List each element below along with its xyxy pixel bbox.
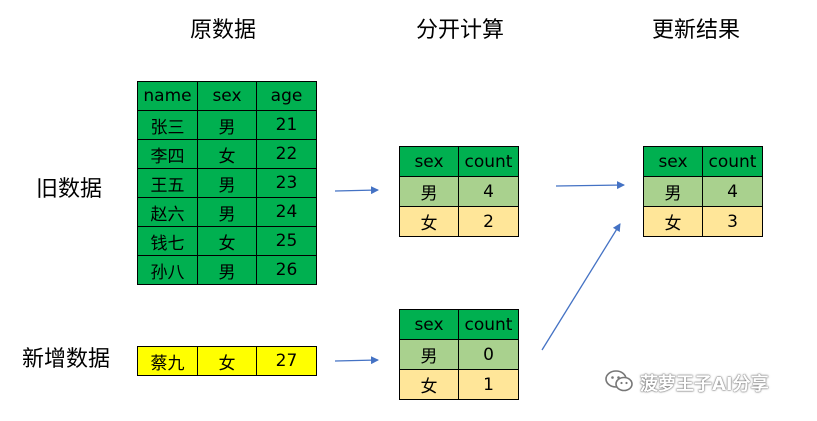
header-cell-sex: sex <box>643 146 703 177</box>
cell-name: 孙八 <box>137 255 198 285</box>
cell-sex: 男 <box>399 176 459 207</box>
arrow-new-count-to-result <box>541 223 621 351</box>
table-row: 男 4 <box>643 176 763 207</box>
table-row: 张三 男 21 <box>137 110 317 140</box>
table-row: 赵六 男 24 <box>137 197 317 227</box>
cell-name: 王五 <box>137 168 198 198</box>
result-count-table: sex count 男 4 女 3 <box>643 146 763 237</box>
table-row: 男 4 <box>399 176 519 207</box>
cell-age: 24 <box>256 197 317 227</box>
cell-name: 蔡九 <box>137 346 198 376</box>
table-row: 钱七 女 25 <box>137 226 317 256</box>
cell-sex: 女 <box>197 346 257 376</box>
header-cell-count: count <box>458 146 519 177</box>
cell-age: 26 <box>256 255 317 285</box>
table-row: 李四 女 22 <box>137 139 317 169</box>
cell-sex: 男 <box>399 339 459 370</box>
arrow-old-count-to-result <box>555 181 625 190</box>
old-count-table: sex count 男 4 女 2 <box>399 146 519 237</box>
original-data-table: name sex age 张三 男 21 李四 女 22 王五 男 23 赵六 … <box>137 81 317 285</box>
cell-count: 0 <box>458 339 519 370</box>
title-separate-compute: 分开计算 <box>416 18 505 43</box>
new-count-table: sex count 男 0 女 1 <box>399 309 519 400</box>
table-row: 女 1 <box>399 369 519 400</box>
watermark: 菠萝王子AI分享 <box>604 369 769 397</box>
count-table-header-row: sex count <box>399 146 519 177</box>
label-old-data: 旧数据 <box>36 177 103 202</box>
cell-name: 张三 <box>137 110 198 140</box>
cell-count: 4 <box>702 176 763 207</box>
table-row: 女 3 <box>643 206 763 237</box>
table-row: 女 2 <box>399 206 519 237</box>
cell-age: 21 <box>256 110 317 140</box>
cell-sex: 女 <box>643 206 703 237</box>
count-table-header-row: sex count <box>643 146 763 177</box>
new-data-table: 蔡九 女 27 <box>137 346 317 376</box>
header-cell-sex: sex <box>399 309 459 340</box>
cell-sex: 男 <box>197 255 257 285</box>
arrow-new-to-count <box>334 356 379 365</box>
wechat-icon <box>604 369 634 397</box>
cell-age: 25 <box>256 226 317 256</box>
arrow-old-to-count <box>334 186 379 195</box>
count-table-header-row: sex count <box>399 309 519 340</box>
cell-name: 李四 <box>137 139 198 169</box>
cell-sex: 男 <box>643 176 703 207</box>
watermark-text: 菠萝王子AI分享 <box>640 374 769 395</box>
original-table-header-row: name sex age <box>137 81 317 111</box>
header-cell-count: count <box>458 309 519 340</box>
label-new-data: 新增数据 <box>22 347 111 372</box>
header-cell-name: name <box>137 81 198 111</box>
cell-age: 22 <box>256 139 317 169</box>
cell-age: 23 <box>256 168 317 198</box>
header-cell-age: age <box>256 81 317 111</box>
title-original-data: 原数据 <box>190 18 257 43</box>
table-row: 男 0 <box>399 339 519 370</box>
title-update-result: 更新结果 <box>652 18 741 43</box>
cell-sex: 女 <box>399 369 459 400</box>
cell-count: 1 <box>458 369 519 400</box>
table-row: 孙八 男 26 <box>137 255 317 285</box>
cell-sex: 女 <box>197 139 257 169</box>
table-row: 王五 男 23 <box>137 168 317 198</box>
cell-count: 2 <box>458 206 519 237</box>
cell-sex: 女 <box>399 206 459 237</box>
cell-count: 3 <box>702 206 763 237</box>
cell-sex: 女 <box>197 226 257 256</box>
table-row: 蔡九 女 27 <box>137 346 317 376</box>
cell-age: 27 <box>256 346 317 376</box>
cell-count: 4 <box>458 176 519 207</box>
